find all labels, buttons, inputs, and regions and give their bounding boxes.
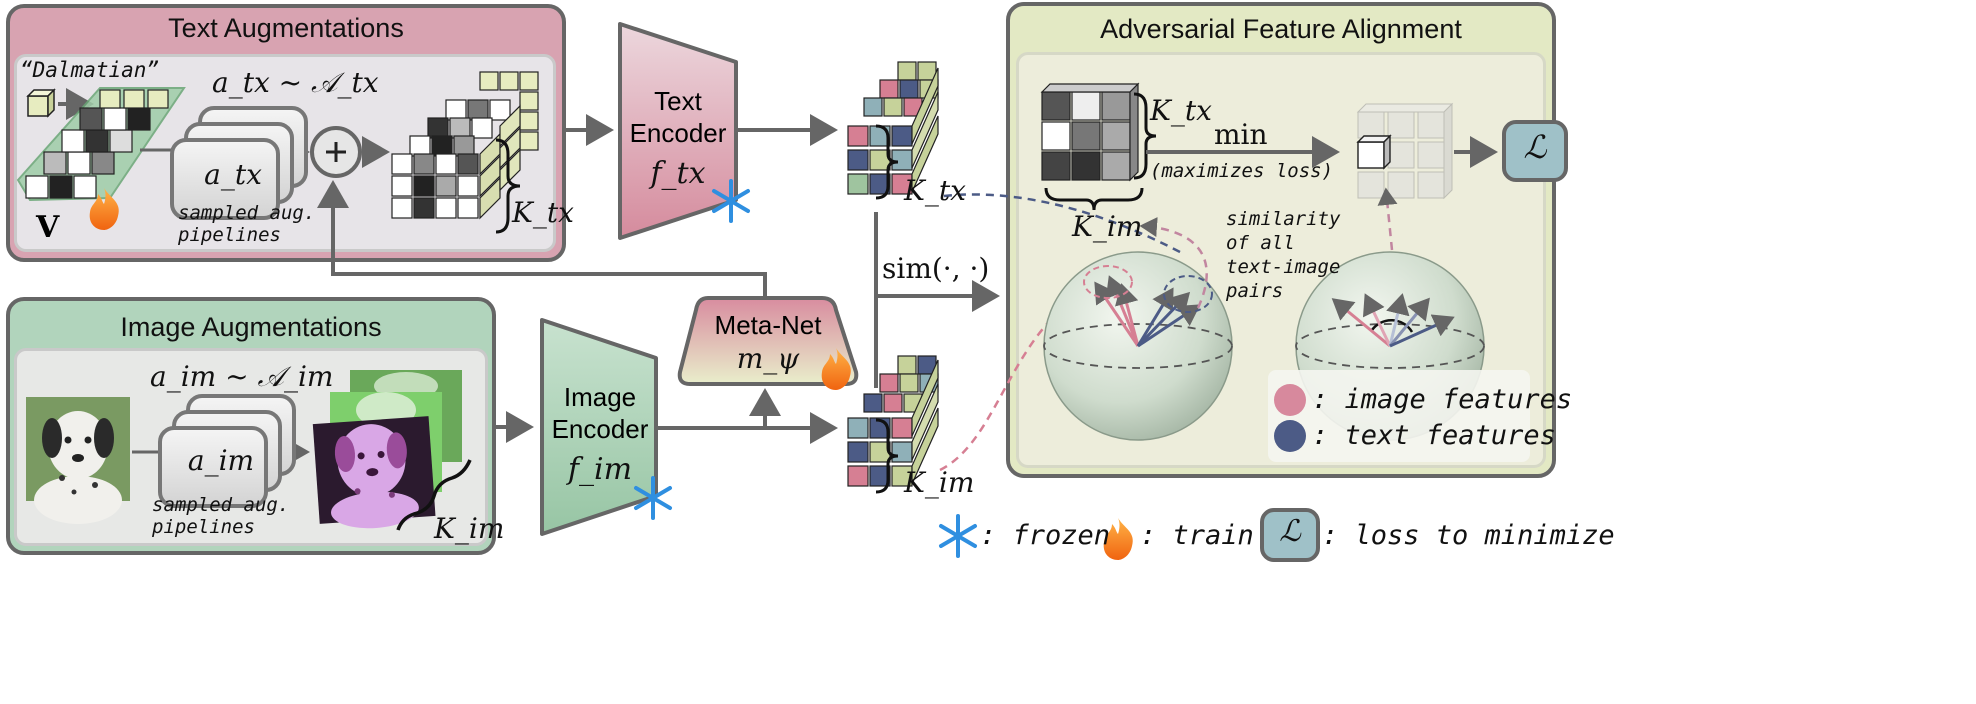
image-feature-grid: [847, 355, 939, 487]
similarity-matrix: [1040, 82, 1140, 182]
legend-loss-symbol: ℒ: [1279, 514, 1301, 549]
middle-k-tx: K_tx: [904, 174, 966, 207]
flame-icon: [89, 188, 119, 230]
alignment-title: Adversarial Feature Alignment: [1100, 14, 1462, 44]
image-features-swatch: [1274, 384, 1306, 416]
snowflake-icon-image-encoder: [634, 476, 672, 520]
image-aug-title: Image Augmentations: [120, 312, 382, 342]
image-aug-caption-1: sampled aug.: [152, 494, 290, 516]
legend-loss-box: [1260, 508, 1320, 562]
legend-image-features: : image features: [1312, 384, 1573, 415]
min-label: min: [1214, 118, 1268, 151]
text-features-swatch: [1274, 420, 1306, 452]
input-dog-image: [26, 397, 130, 524]
legend-train: : train: [1140, 520, 1254, 551]
image-encoder-symbol: f_im: [567, 452, 633, 487]
align-k-tx: K_tx: [1150, 94, 1212, 127]
text-aug-caption-2: pipelines: [178, 224, 281, 246]
text-encoder-line-1: Text: [654, 86, 702, 116]
flame-icon-legend: [1103, 518, 1133, 560]
image-aug-sample-expr: a_im ~ 𝒜_im: [150, 360, 334, 393]
text-aug-card-label: a_tx: [204, 158, 262, 191]
align-k-im: K_im: [1072, 210, 1143, 243]
similarity-note-2: of all: [1226, 232, 1295, 254]
text-encoder-symbol: f_tx: [650, 156, 706, 191]
text-aug-card-front: [170, 138, 280, 220]
feature-sphere-before: [1043, 251, 1233, 441]
sim-label: sim(·, ·): [882, 252, 990, 285]
image-aug-caption-2: pipelines: [152, 516, 255, 538]
text-aug-caption-1: sampled aug.: [178, 202, 316, 224]
text-aug-title: Text Augmentations: [168, 13, 404, 43]
text-encoder-line-2: Encoder: [629, 118, 727, 148]
class-name-label: “Dalmatian”: [20, 58, 160, 82]
feature-legend: [1268, 370, 1530, 462]
v-embedding-cubes: [25, 89, 169, 199]
image-aug-card-front: [158, 426, 268, 508]
image-encoder-line-1: Image: [563, 382, 637, 412]
legend-frozen: : frozen: [980, 520, 1111, 551]
legend-loss: : loss to minimize: [1322, 520, 1615, 551]
meta-net-symbol: m_ψ: [736, 342, 800, 375]
meta-net-name: Meta-Net: [714, 310, 822, 340]
text-aug-sample-expr: a_tx ~ 𝒜_tx: [212, 66, 379, 99]
image-encoder-line-2: Encoder: [551, 414, 649, 444]
text-aug-k-label: K_tx: [512, 196, 574, 229]
min-note: (maximizes loss): [1150, 160, 1334, 182]
flame-icon-meta: [821, 348, 851, 390]
middle-k-im: K_im: [904, 466, 975, 499]
loss-box: [1502, 120, 1568, 182]
similarity-note-3: text-image: [1226, 256, 1341, 278]
augmented-images-stack: [312, 370, 462, 529]
v-label: V: [36, 210, 60, 245]
similarity-note-1: similarity: [1226, 208, 1341, 230]
snowflake-icon-legend: [939, 514, 977, 558]
snowflake-icon-text-encoder: [712, 179, 750, 223]
text-feature-grid: [847, 61, 939, 195]
class-token-cube: [26, 88, 56, 118]
image-aug-card-label: a_im: [187, 444, 255, 477]
loss-symbol: ℒ: [1523, 128, 1547, 166]
legend-text-features: : text features: [1312, 420, 1556, 451]
image-aug-k-label: K_im: [434, 512, 505, 545]
similarity-note-4: pairs: [1226, 280, 1284, 302]
